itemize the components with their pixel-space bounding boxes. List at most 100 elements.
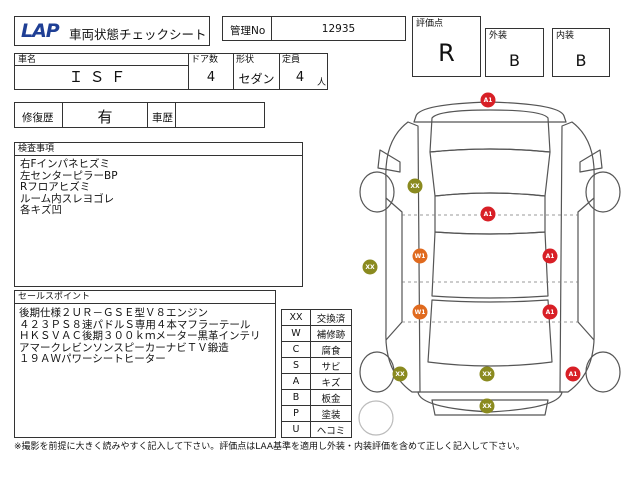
repair-history-value: 有 xyxy=(97,108,113,126)
damage-mark-left-side: XX xyxy=(362,259,378,275)
damage-mark-rear-left-tire: XX xyxy=(392,366,408,382)
car-name: ＩＳＦ xyxy=(68,68,132,86)
shape-label: 形状 xyxy=(236,55,255,65)
damage-mark-dot xyxy=(412,248,428,264)
inspection-notes: 右Fインパネヒズミ 左センターピラーBP Rフロアヒズミ ルーム内スレヨゴレ 各… xyxy=(20,158,118,217)
rear-window-outline xyxy=(431,231,549,299)
damage-mark-dot xyxy=(392,366,408,382)
doors-value: 4 xyxy=(206,70,216,85)
damage-mark-dot xyxy=(479,398,495,414)
selling-points-label: セールスポイント xyxy=(18,292,91,302)
score-box: 評価点 R xyxy=(412,16,481,77)
inspection-line: 左センターピラーBP xyxy=(20,169,118,182)
footer-note: ※撮影を前提に大きく読みやすく記入して下さい。評価点はLAA基準を適用し外装・内… xyxy=(14,442,525,452)
interior-box: 内装 B xyxy=(552,28,610,77)
right-side-outline xyxy=(559,121,595,393)
doors-label: ドア数 xyxy=(191,55,219,65)
damage-mark-label: A1 xyxy=(546,253,555,260)
inspection-line: ルーム内スレヨゴレ xyxy=(20,192,115,205)
damage-mark-front-left-tire: XX xyxy=(407,178,423,194)
damage-mark-dot xyxy=(479,366,495,382)
interior-value: B xyxy=(575,51,587,70)
damage-mark-rear-right-tire: A1 xyxy=(565,366,581,382)
damage-mark-dot xyxy=(542,304,558,320)
damage-mark-label: W1 xyxy=(415,309,426,316)
damage-mark-label: XX xyxy=(482,403,492,410)
selling-points-box: セールスポイント 後期仕様２ＵＲ－ＧＳＥ型Ｖ８エンジン ４２３ＰＳ８速パドルＳ専… xyxy=(14,290,276,438)
damage-mark-label: A1 xyxy=(484,211,493,218)
damage-mark-rear-bumper: XX xyxy=(479,398,495,414)
damage-mark-dot xyxy=(480,92,496,108)
trunk-outline xyxy=(427,299,553,367)
hood-outline xyxy=(429,109,551,153)
inspection-line: 各キズ凹 xyxy=(20,204,62,216)
vehicle-info-box: 車名 ＩＳＦ ドア数 4 形状 セダン 定員 4 人 xyxy=(14,53,328,90)
capacity-label: 定員 xyxy=(282,55,301,65)
exterior-box: 外装 B xyxy=(485,28,544,77)
header-title-box: LAP 車両状態チェックシート xyxy=(14,16,210,46)
spare-tire-outline xyxy=(358,400,394,436)
capacity-value: 4 xyxy=(295,70,305,85)
damage-mark-dot xyxy=(407,178,423,194)
mgmt-box: 管理No 12935 xyxy=(222,16,406,41)
capacity-unit: 人 xyxy=(317,78,327,88)
rear-right-tire-outline xyxy=(585,351,621,393)
damage-mark-right-rear-door: A1 xyxy=(542,304,558,320)
damage-mark-label: XX xyxy=(365,264,375,271)
damage-mark-left-rear-door: W1 xyxy=(412,304,428,320)
damage-mark-dot xyxy=(542,248,558,264)
left-side-outline xyxy=(385,121,421,393)
selling-points-text: 後期仕様２ＵＲ－ＧＳＥ型Ｖ８エンジン ４２３ＰＳ８速パドルＳ専用４本マフラーテー… xyxy=(19,307,261,366)
inspection-label: 検査事項 xyxy=(18,144,55,154)
right-mirror-outline xyxy=(579,149,603,173)
score-value: R xyxy=(438,39,455,67)
damage-mark-dot xyxy=(362,259,378,275)
damage-mark-trunk: XX xyxy=(479,366,495,382)
damage-mark-dot xyxy=(480,206,496,222)
damage-mark-front-bumper: A1 xyxy=(480,92,496,108)
front-right-tire-outline xyxy=(585,171,621,213)
inspection-line: 右Fインパネヒズミ xyxy=(20,158,111,170)
selling-point-line: １９ＡＷパワーシートヒーター xyxy=(19,353,166,365)
damage-mark-label: A1 xyxy=(569,371,578,378)
damage-mark-dot xyxy=(565,366,581,382)
shape-value: セダン xyxy=(238,72,275,86)
front-left-tire-outline xyxy=(359,171,395,213)
score-label: 評価点 xyxy=(416,19,444,29)
windshield-outline xyxy=(429,148,551,197)
exterior-label: 外装 xyxy=(489,31,508,41)
inspection-line: Rフロアヒズミ xyxy=(20,181,91,193)
repair-history-label: 修復歴 xyxy=(22,112,54,124)
car-history-label: 車歴 xyxy=(152,112,173,124)
damage-mark-label: XX xyxy=(482,371,492,378)
damage-mark-right-front-door: A1 xyxy=(542,248,558,264)
damage-mark-label: A1 xyxy=(546,309,555,316)
damage-mark-label: XX xyxy=(395,371,405,378)
selling-point-line: アマークレビンソンスピーカーナビＴＶ鍛造 xyxy=(19,341,229,354)
exterior-value: B xyxy=(509,51,520,70)
inspection-box: 検査事項 右Fインパネヒズミ 左センターピラーBP Rフロアヒズミ ルーム内スレ… xyxy=(14,142,303,287)
mgmt-number: 12935 xyxy=(321,23,356,35)
damage-mark-label: A1 xyxy=(484,97,493,104)
left-mirror-outline xyxy=(377,149,401,173)
mgmt-label: 管理No xyxy=(230,25,266,37)
damage-mark-roof-front: A1 xyxy=(480,206,496,222)
front-bumper-outline xyxy=(413,101,567,123)
damage-mark-label: W1 xyxy=(415,253,426,260)
damage-mark-dot xyxy=(412,304,428,320)
rear-left-tire-outline xyxy=(359,351,395,393)
damage-mark-left-front-door: W1 xyxy=(412,248,428,264)
lap-logo: LAP xyxy=(21,20,60,42)
car-name-label: 車名 xyxy=(18,55,37,65)
history-box: 修復歴 有 車歴 xyxy=(14,102,265,128)
